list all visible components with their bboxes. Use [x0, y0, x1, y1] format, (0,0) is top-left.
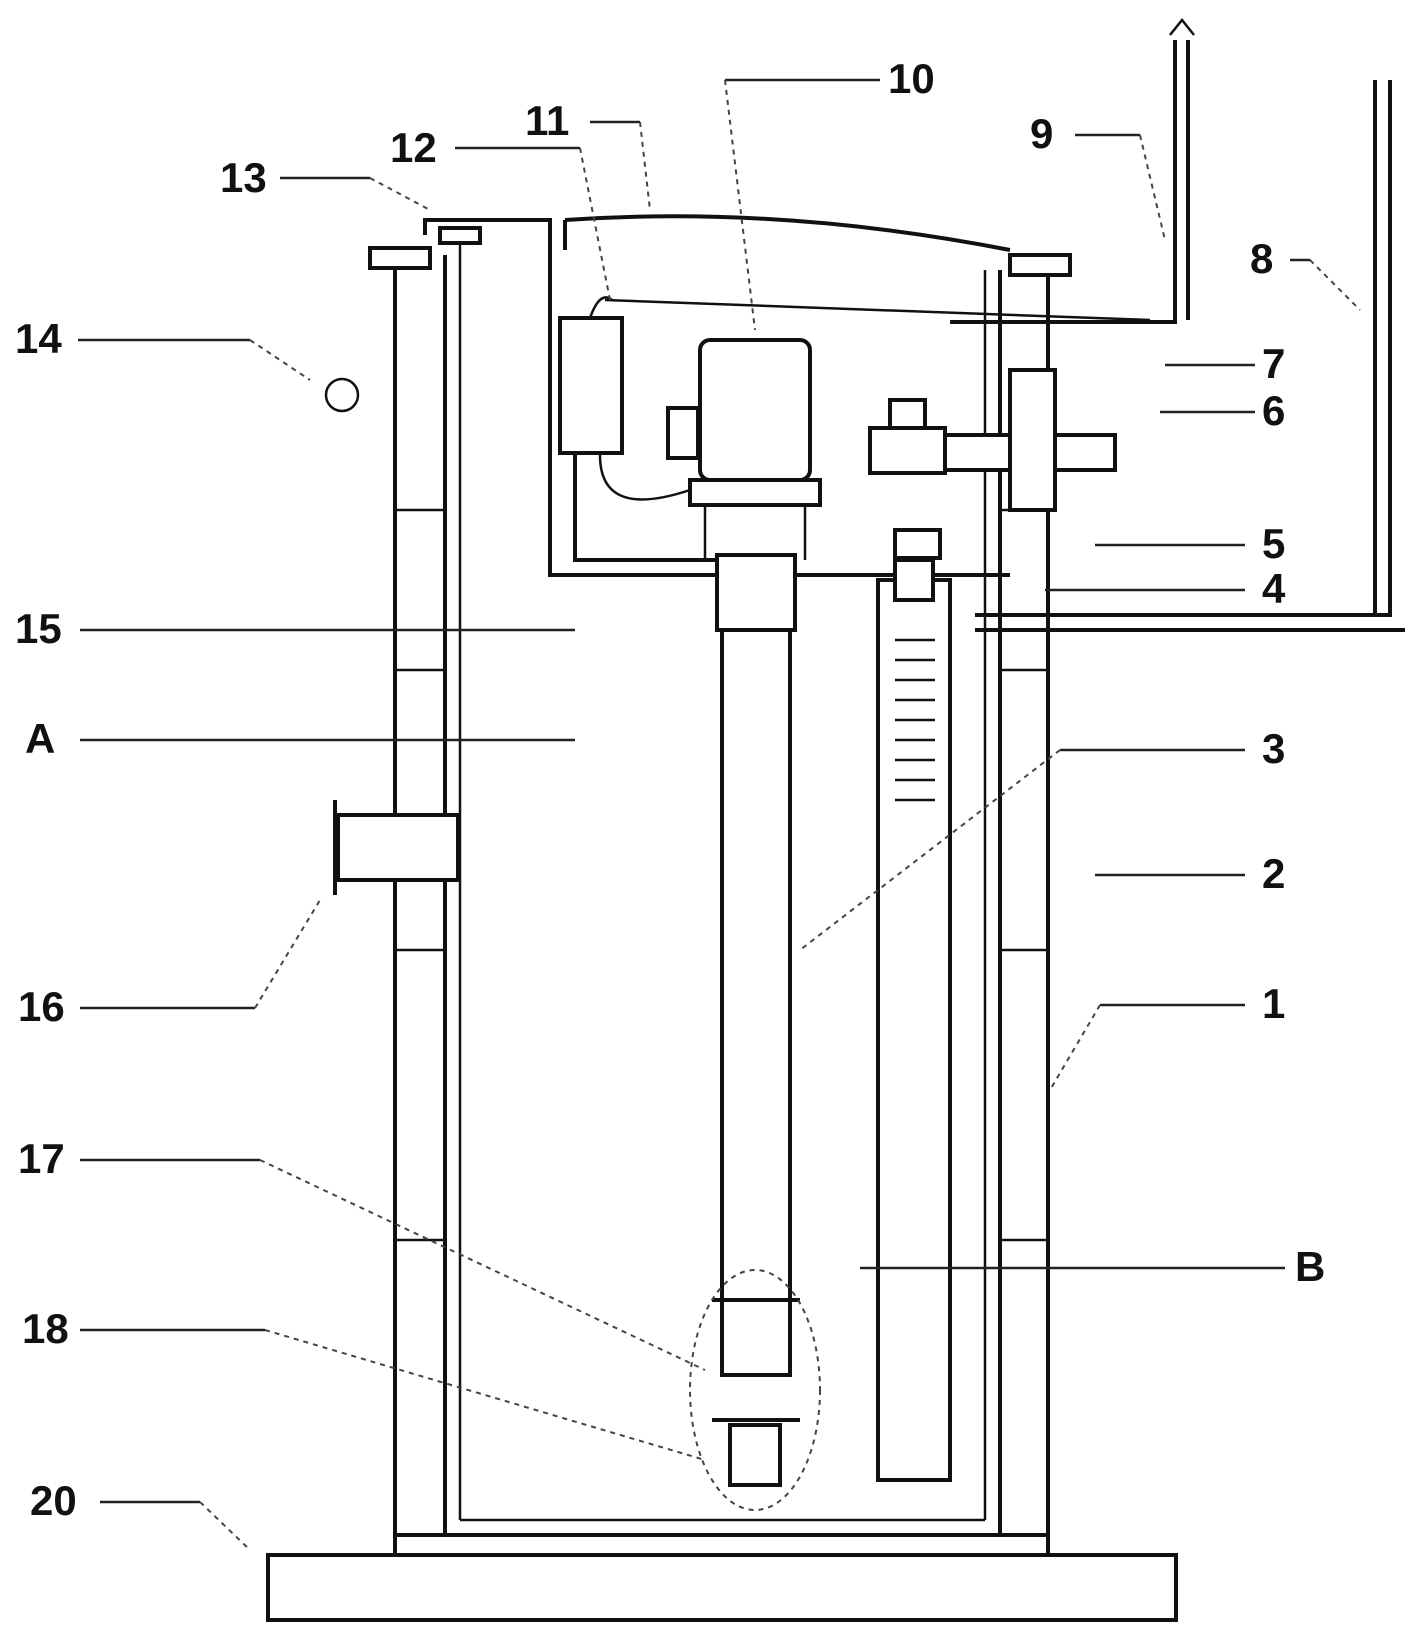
float-scale	[895, 638, 935, 802]
label-12: 12	[390, 124, 437, 171]
vent-pipe	[950, 17, 1195, 324]
label-B: B	[1295, 1243, 1325, 1290]
side-inlet	[333, 800, 460, 895]
label-1: 1	[1262, 980, 1285, 1027]
label-2: 2	[1262, 850, 1285, 897]
label-5: 5	[1262, 520, 1285, 567]
valve-assembly	[868, 368, 1117, 512]
label-A: A	[25, 715, 55, 762]
label-17: 17	[18, 1135, 65, 1182]
float-tube	[876, 528, 952, 1482]
label-20: 20	[30, 1477, 77, 1524]
label-14: 14	[15, 315, 62, 362]
base-plate	[266, 1553, 1178, 1622]
outlet-pipe	[975, 80, 1405, 632]
label-6: 6	[1262, 387, 1285, 434]
motor	[666, 338, 822, 560]
label-10: 10	[888, 55, 935, 102]
control-box	[558, 316, 624, 455]
label-18: 18	[22, 1305, 69, 1352]
cover-housing	[423, 214, 1011, 577]
pump-pipe	[689, 553, 821, 1511]
label-11: 11	[525, 97, 569, 144]
label-8: 8	[1250, 235, 1273, 282]
label-4: 4	[1262, 565, 1286, 612]
leader-lines	[78, 78, 1361, 1551]
label-16: 16	[18, 983, 65, 1030]
label-7: 7	[1262, 340, 1285, 387]
label-9: 9	[1030, 110, 1053, 157]
label-3: 3	[1262, 725, 1285, 772]
label-15: 15	[15, 605, 62, 652]
lifting-eye	[324, 377, 360, 413]
label-13: 13	[220, 154, 267, 201]
